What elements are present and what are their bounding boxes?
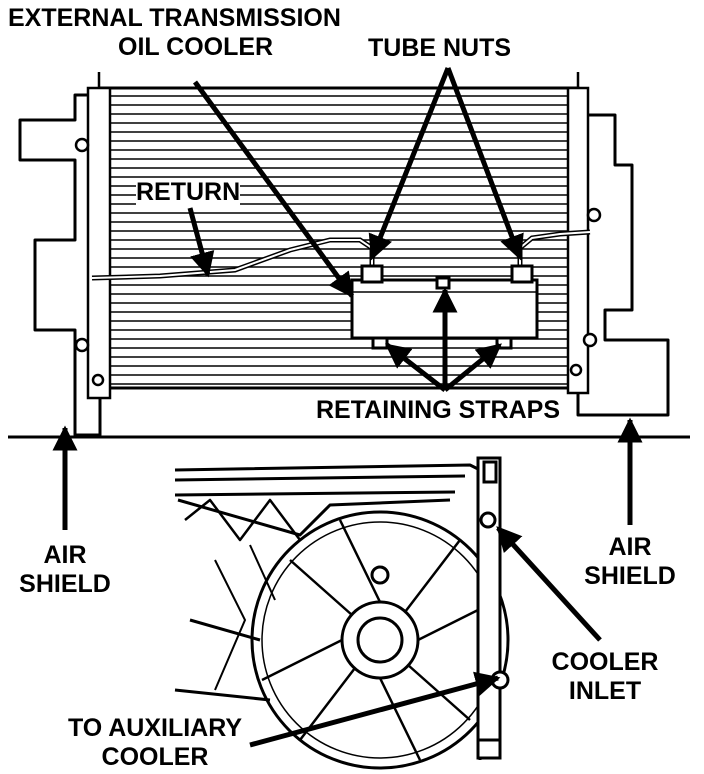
label-air-shield-left: AIR SHIELD bbox=[10, 541, 120, 599]
arrow-return bbox=[187, 207, 215, 278]
label-external-cooler: EXTERNAL TRANSMISSION OIL COOLER bbox=[8, 4, 341, 62]
label-cooler-inlet-line2: INLET bbox=[568, 677, 642, 705]
right-air-shield bbox=[576, 113, 670, 417]
label-air-shield-left-line2: SHIELD bbox=[19, 570, 111, 598]
label-retaining-straps: RETAINING STRAPS bbox=[316, 396, 560, 425]
label-return: RETURN bbox=[136, 178, 241, 207]
label-cooler-inlet-line1: COOLER bbox=[551, 648, 659, 676]
radiator-condenser-core bbox=[98, 86, 580, 390]
arrow-tube-nut-left bbox=[368, 67, 451, 261]
label-air-shield-right: AIR SHIELD bbox=[575, 533, 685, 591]
left-tank bbox=[74, 72, 112, 400]
label-auxiliary-cooler-line1: TO AUXILIARY bbox=[67, 714, 243, 742]
label-air-shield-right-line1: AIR bbox=[608, 533, 652, 561]
label-external-cooler-line2: OIL COOLER bbox=[118, 33, 274, 61]
arrow-strap-left bbox=[385, 343, 447, 392]
arrow-cooler-inlet bbox=[496, 526, 602, 642]
label-cooler-inlet: COOLER INLET bbox=[540, 648, 670, 706]
fan-motor-bracket bbox=[214, 544, 276, 691]
arrow-external-cooler bbox=[192, 80, 355, 299]
right-tank bbox=[566, 72, 602, 395]
cooling-fan bbox=[250, 510, 510, 770]
arrow-auxiliary-cooler bbox=[249, 671, 501, 748]
label-auxiliary-cooler-line2: COOLER bbox=[101, 743, 209, 771]
arrow-strap-right bbox=[443, 343, 502, 392]
arrow-tube-nut-right bbox=[445, 67, 524, 261]
label-external-cooler-line1: EXTERNAL TRANSMISSION bbox=[8, 4, 341, 32]
label-air-shield-right-line2: SHIELD bbox=[584, 562, 676, 590]
label-air-shield-left-line1: AIR bbox=[43, 541, 87, 569]
label-auxiliary-cooler: TO AUXILIARY COOLER bbox=[55, 714, 255, 772]
leader-arrows bbox=[52, 67, 643, 748]
label-tube-nuts: TUBE NUTS bbox=[368, 34, 512, 62]
